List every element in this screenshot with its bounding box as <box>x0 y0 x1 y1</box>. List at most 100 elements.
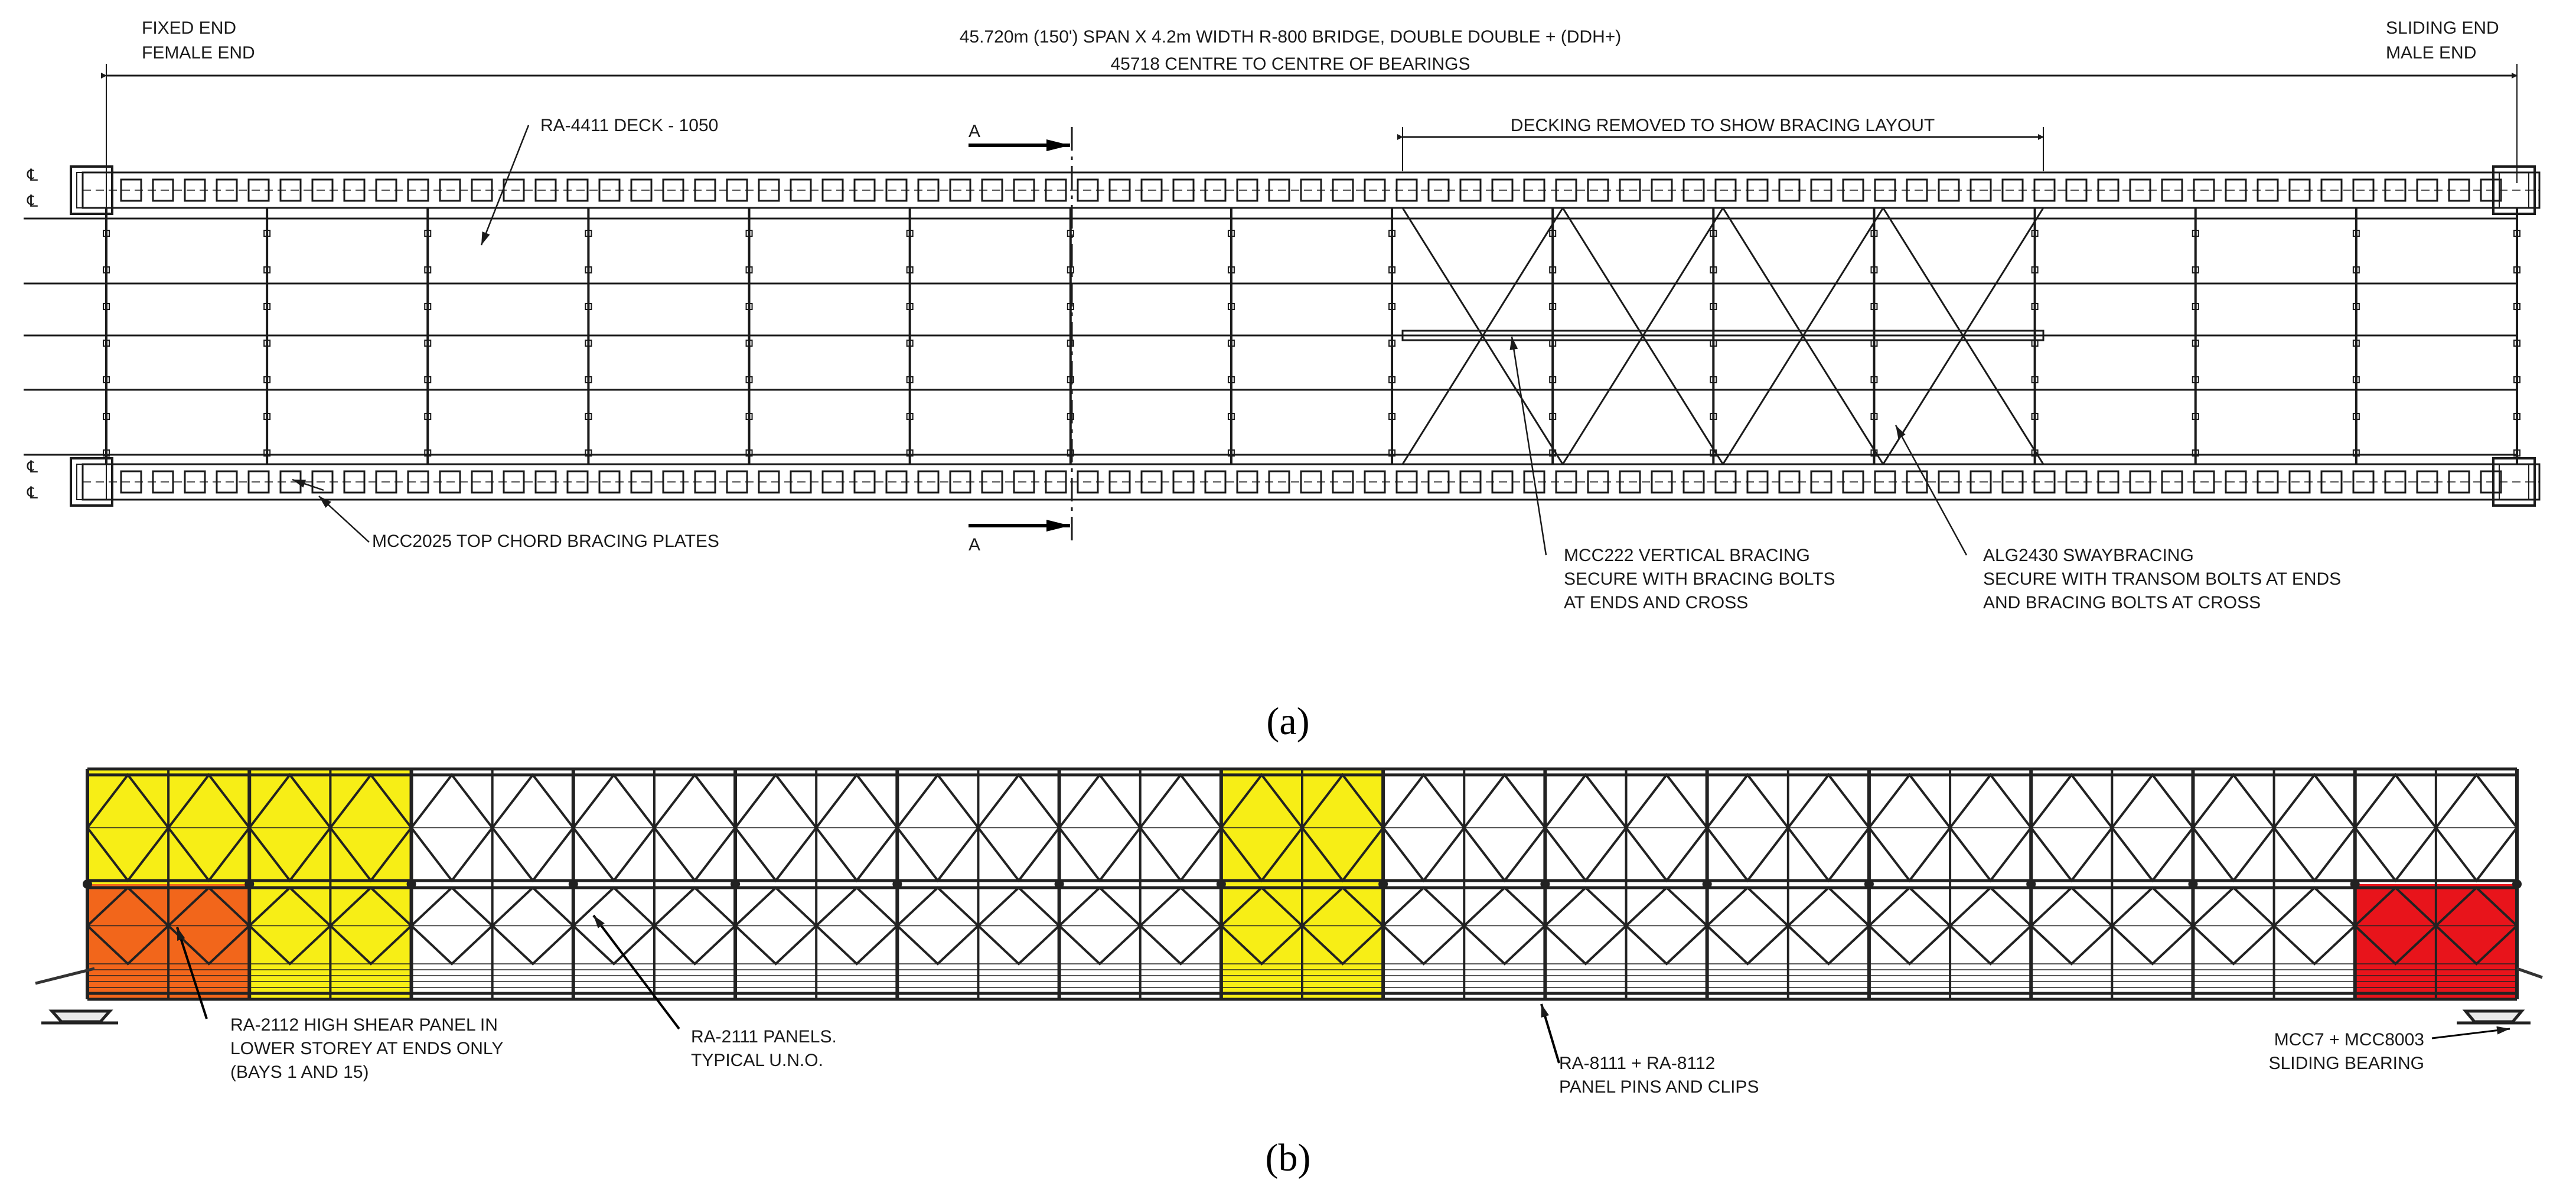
centreline-mark-2: ℄ <box>27 192 38 210</box>
bracing-plate <box>598 178 621 202</box>
bracing-plate <box>1236 178 1258 202</box>
bracing-plate <box>1491 178 1514 202</box>
deck-clamp <box>1549 266 1557 273</box>
bracing-plate <box>2225 470 2247 494</box>
bracing-plate <box>1236 470 1258 494</box>
panel-pin <box>892 879 902 889</box>
deck-clamp <box>2352 340 2360 347</box>
bracing-plate <box>1332 470 1354 494</box>
deck-clamp <box>1067 266 1074 273</box>
panel-pin <box>2512 879 2522 889</box>
bracing-plate <box>2288 178 2311 202</box>
bracing-plate <box>1045 178 1067 202</box>
deck-clamp <box>2192 266 2199 273</box>
centreline-mark-3: ℄ <box>27 458 38 476</box>
deck-clamp <box>1227 376 1235 383</box>
caption-a: (a) <box>1266 700 1309 743</box>
bracing-plate <box>184 178 206 202</box>
deck-clamp <box>745 303 753 310</box>
section-mark-top: A <box>969 122 980 141</box>
top-chord-label: MCC2025 TOP CHORD BRACING PLATES <box>372 532 719 551</box>
bracing-plate <box>885 178 908 202</box>
bracing-plate <box>439 470 461 494</box>
deck-clamp <box>1549 303 1557 310</box>
bracing-plate <box>2384 470 2407 494</box>
bracing-plate <box>1364 178 1386 202</box>
bracing-plate <box>375 178 397 202</box>
deck-clamp <box>1710 376 1717 383</box>
deck-clamp <box>2513 230 2520 237</box>
sway-brace <box>1722 207 1884 465</box>
deck-clamp <box>2513 303 2520 310</box>
bracing-plate <box>949 470 971 494</box>
deck-clamp <box>1870 303 1878 310</box>
bracing-plate <box>2352 470 2375 494</box>
bracing-plate <box>2097 178 2120 202</box>
bracing-plate <box>1427 470 1450 494</box>
deck-clamp <box>1067 413 1074 420</box>
bracing-plate <box>821 470 844 494</box>
bracing-plate <box>216 178 238 202</box>
deck-clamp <box>424 266 432 273</box>
panel-pin <box>244 879 255 889</box>
deck-clamp <box>2192 303 2199 310</box>
bracing-plate <box>2352 178 2375 202</box>
bracing-plate <box>726 178 748 202</box>
bracing-plate <box>503 178 525 202</box>
deck-clamp <box>1067 230 1074 237</box>
bracing-plate <box>247 178 270 202</box>
bracing-plate <box>2001 470 2024 494</box>
deck-clamp <box>1388 230 1396 237</box>
deck-clamp <box>585 303 592 310</box>
deck-clamp <box>2031 266 2039 273</box>
section-mark-bottom: A <box>969 535 980 555</box>
vertical-bracing-leader <box>1509 336 1547 556</box>
bracing-plate <box>630 470 653 494</box>
bracing-plate <box>2320 178 2343 202</box>
sliding-end-label: SLIDING END <box>2386 18 2499 38</box>
deck-clamp <box>2352 449 2360 457</box>
deck-clamp <box>1388 303 1396 310</box>
bracing-plate <box>2097 470 2120 494</box>
deck-clamp <box>1067 376 1074 383</box>
deck-clamp <box>585 340 592 347</box>
bracing-plate <box>1459 470 1482 494</box>
deck-clamp <box>1549 230 1557 237</box>
deck-clamp <box>2192 413 2199 420</box>
bracing-plate <box>1778 470 1801 494</box>
deck-clamp <box>424 413 432 420</box>
bracing-plate <box>1810 178 1832 202</box>
bracing-plate <box>1874 470 1896 494</box>
panel-pin <box>1378 879 1388 889</box>
bracing-plate <box>1938 178 1960 202</box>
deck-clamp <box>263 230 271 237</box>
deck-leader <box>480 125 530 246</box>
bracing-plate <box>1970 470 1992 494</box>
deck-clamp <box>103 376 110 383</box>
vertical-bracing-line-3: AT ENDS AND CROSS <box>1564 593 1748 612</box>
panel-pin <box>2350 879 2360 889</box>
sway-brace <box>1882 207 2045 465</box>
bracing-plate <box>471 178 493 202</box>
deck-clamp <box>263 413 271 420</box>
deck-clamp <box>2352 376 2360 383</box>
bracing-plate <box>917 178 940 202</box>
bracing-plate <box>1332 178 1354 202</box>
bracing-plate <box>1172 470 1195 494</box>
bracing-plate <box>2448 470 2470 494</box>
bracing-plate <box>949 178 971 202</box>
bracing-plate <box>1714 470 1737 494</box>
bracing-plate <box>1523 470 1545 494</box>
deck-clamp <box>585 413 592 420</box>
bracing-plate <box>758 470 780 494</box>
deck-clamp <box>424 303 432 310</box>
bracing-plate <box>1842 470 1864 494</box>
bracing-plate <box>694 470 716 494</box>
bracing-plate <box>503 470 525 494</box>
deck-clamp <box>103 413 110 420</box>
bracing-plate <box>1651 470 1673 494</box>
end-bearing-plate <box>76 172 107 208</box>
caption-b: (b) <box>1266 1136 1311 1179</box>
bracing-plate <box>1778 178 1801 202</box>
sway-bracing-line-1: ALG2430 SWAYBRACING <box>1983 546 2194 565</box>
